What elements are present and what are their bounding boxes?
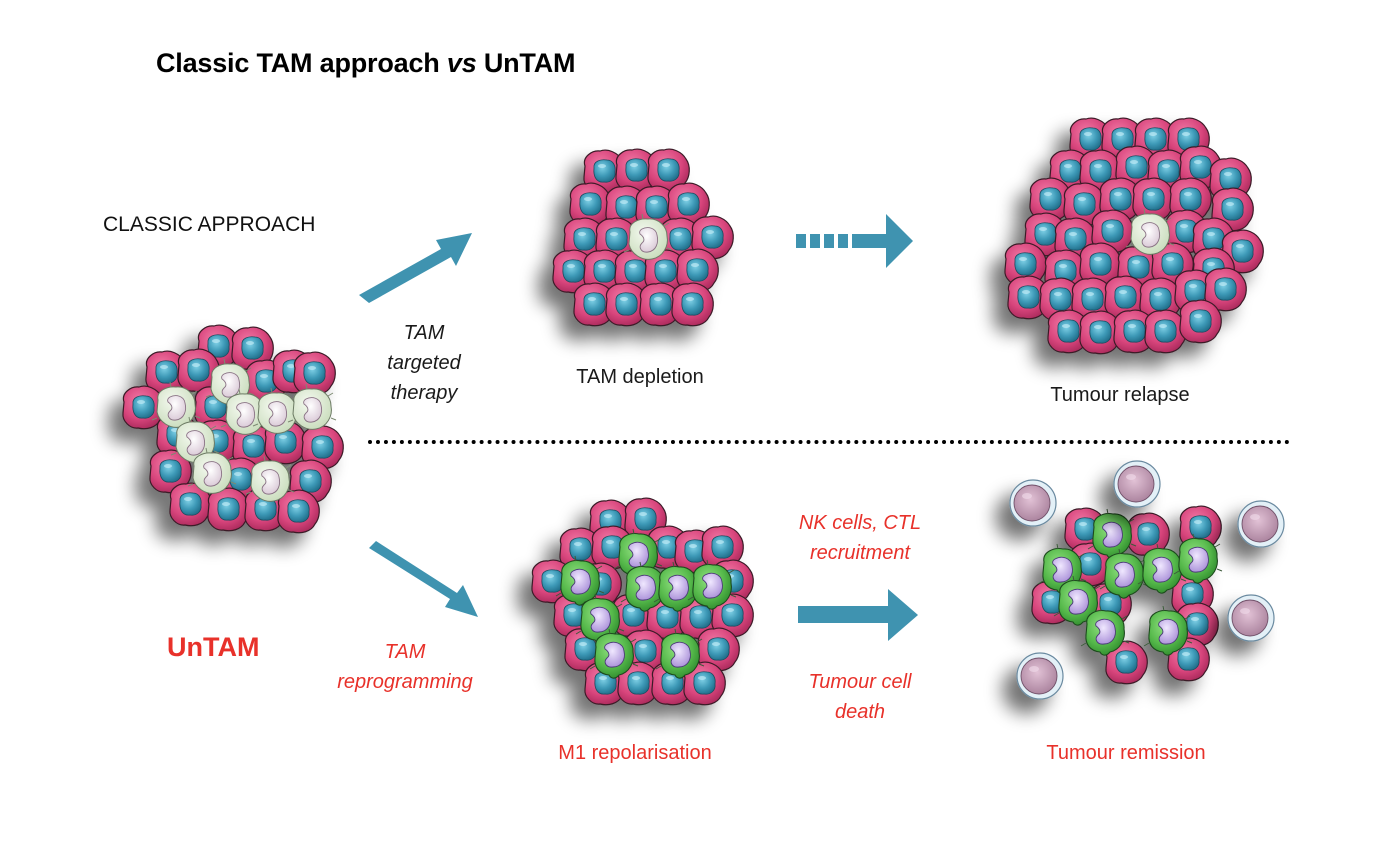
immune-cell <box>1227 594 1275 642</box>
tam-reprogramming-caption: TAM reprogramming <box>320 637 490 697</box>
caption-line: therapy <box>390 382 458 404</box>
tumour-cell-death-caption: Tumour cell death <box>775 667 945 727</box>
tumour-cluster-remission <box>1031 505 1223 685</box>
caption-line: reprogramming <box>337 671 473 693</box>
figure-title: Classic TAM approach vs UnTAM <box>156 48 576 79</box>
arrow-down-right-icon <box>369 541 478 617</box>
tumour-cluster-m1-repolarisation <box>531 497 754 706</box>
row-divider <box>368 440 1290 444</box>
tumour-cluster-tam-depletion <box>552 148 734 327</box>
title-vs: vs <box>446 48 477 78</box>
tam-depletion-caption: TAM depletion <box>576 366 704 388</box>
caption-line: TAM <box>403 322 445 344</box>
arrow-right-icon <box>798 589 918 641</box>
caption-line: NK cells, CTL <box>798 512 922 534</box>
untam-label: UnTAM <box>167 632 260 662</box>
dashed-arrow-right-icon <box>796 214 913 268</box>
immune-cell <box>1009 479 1057 527</box>
m1-repolarisation-caption: M1 repolarisation <box>558 742 712 764</box>
tumour-cluster-initial <box>122 324 344 534</box>
caption-line: TAM <box>384 641 426 663</box>
nk-ctl-recruitment-caption: NK cells, CTL recruitment <box>775 508 945 568</box>
caption-line: death <box>834 701 886 723</box>
tumour-relapse-caption: Tumour relapse <box>1050 384 1190 406</box>
title-prefix: Classic TAM approach <box>156 48 447 78</box>
tumour-remission-caption: Tumour remission <box>1046 742 1206 764</box>
caption-line: recruitment <box>809 542 911 564</box>
tam-targeted-therapy-caption: TAM targeted therapy <box>372 318 476 408</box>
tumour-cluster-relapse <box>1004 117 1264 355</box>
classic-approach-label: CLASSIC APPROACH <box>103 213 316 236</box>
arrow-up-right-icon <box>359 233 472 303</box>
immune-cell <box>1237 500 1285 548</box>
caption-line: Tumour cell <box>808 671 912 693</box>
immune-cell <box>1113 460 1161 508</box>
immune-cell <box>1016 652 1064 700</box>
title-suffix: UnTAM <box>476 48 576 78</box>
caption-line: targeted <box>387 352 461 374</box>
